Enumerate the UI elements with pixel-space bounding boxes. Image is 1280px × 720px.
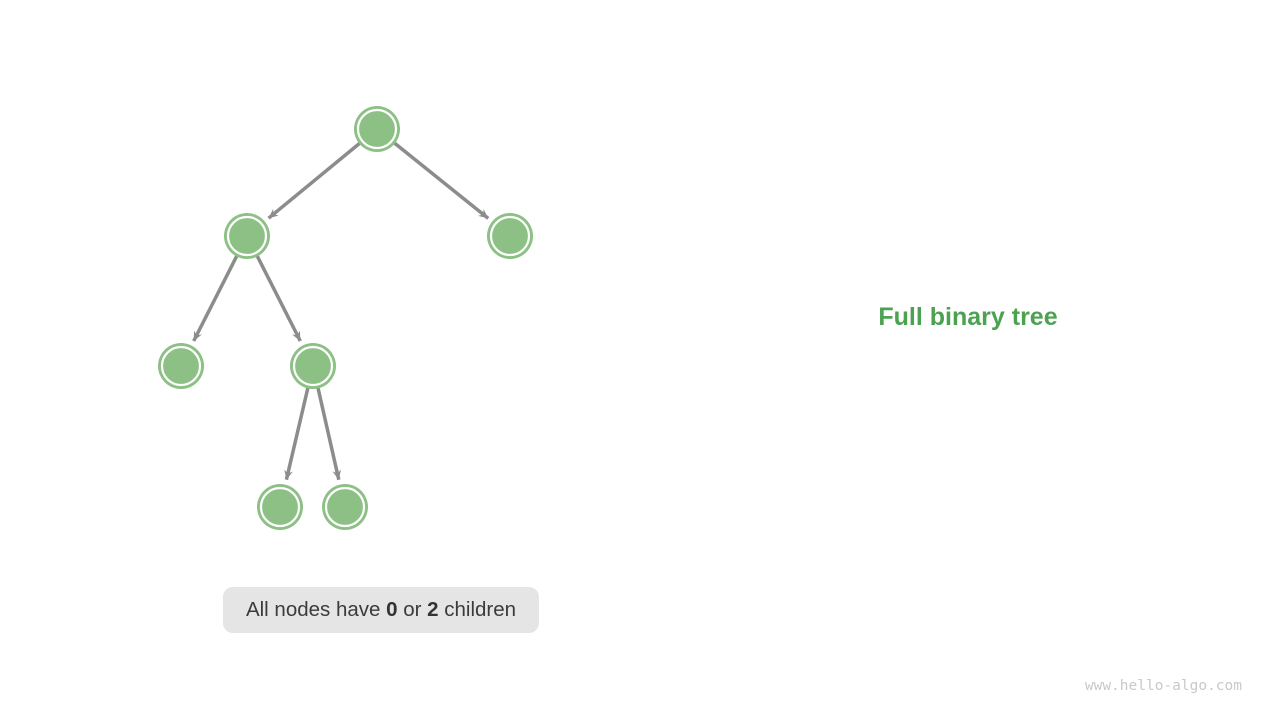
binary-tree-diagram [158, 106, 533, 530]
tree-node-lr-child [322, 484, 368, 530]
tree-edge-left-to-left-right [255, 254, 302, 342]
caption-bold-zero: 0 [386, 598, 398, 621]
tree-node-left [224, 213, 270, 259]
tree-node-root [354, 106, 400, 152]
node-inner-ring [324, 486, 366, 528]
tree-edge-left-to-left-left [192, 254, 239, 342]
tree-node-left-left [158, 343, 204, 389]
node-inner-ring [356, 108, 398, 150]
watermark-url: www.hello-algo.com [1084, 678, 1242, 694]
tree-edge-left-right-to-lr-child [316, 387, 341, 481]
node-inner-ring [292, 345, 334, 387]
tree-node-left-right [290, 343, 336, 389]
tree-edge-left-right-to-ll-child [284, 387, 310, 481]
caption-bold-two: 2 [427, 598, 439, 621]
caption-text-1: All nodes have [245, 598, 387, 621]
tree-edge-root-to-right [393, 141, 490, 220]
caption-box: All nodes have 0 or 2 children [222, 587, 540, 633]
tree-edges [192, 141, 490, 481]
caption-text-3: children [438, 598, 517, 621]
tree-node-ll-child [257, 484, 303, 530]
caption-text-2: or [397, 598, 428, 621]
tree-edge-root-to-left [267, 141, 362, 220]
tree-node-right [487, 213, 533, 259]
diagram-title: Full binary tree [878, 303, 1058, 331]
node-inner-ring [226, 215, 268, 257]
node-inner-ring [160, 345, 202, 387]
tree-nodes [158, 106, 533, 530]
node-inner-ring [259, 486, 301, 528]
node-inner-ring [489, 215, 531, 257]
